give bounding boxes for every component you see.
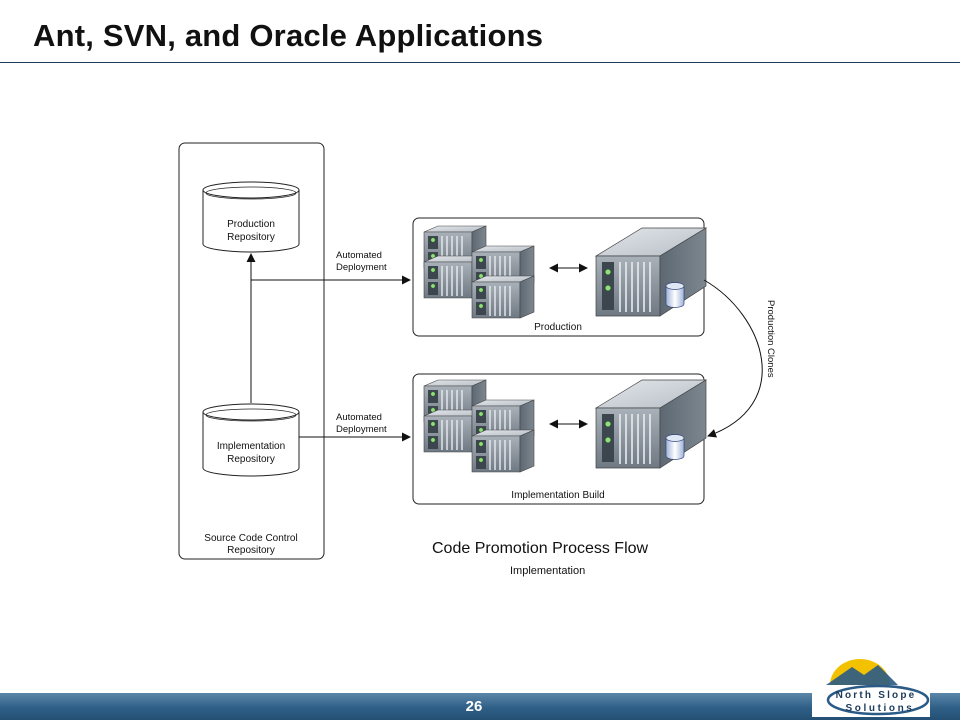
implementation-repository (202, 403, 300, 477)
source-code-control-label-line1: Source Code Control (204, 533, 297, 544)
logo-line1: North Slope (836, 690, 917, 701)
code-promotion-diagram: Source Code Control Repository Productio… (178, 142, 776, 577)
mountain-icon (826, 665, 898, 685)
footer-bar (0, 693, 960, 720)
page-number: 26 (465, 698, 483, 715)
implementation-repository-label-line1: Implementation (217, 441, 285, 452)
production-clones-label: Production Clones (765, 300, 776, 378)
production-repository-label-line2: Repository (227, 232, 275, 243)
implementation-deployment-label-line1: Automated (336, 412, 382, 423)
production-deployment-label-line2: Deployment (336, 262, 387, 273)
diagram-caption-subtitle: Implementation (510, 565, 585, 577)
production-deployment-label-line1: Automated (336, 250, 382, 261)
implementation-deployment-label-line2: Deployment (336, 424, 387, 435)
implementation-environment-label: Implementation Build (511, 490, 604, 501)
slide-title: Ant, SVN, and Oracle Applications (33, 18, 544, 53)
title-divider (0, 62, 960, 63)
diagram-caption-title: Code Promotion Process Flow (432, 540, 649, 557)
production-clones-arrow (703, 279, 763, 438)
production-repository-label-line1: Production (227, 219, 275, 230)
production-repository (202, 181, 300, 253)
production-environment-label: Production (534, 322, 582, 333)
logo-line2: Solutions (846, 703, 915, 714)
north-slope-solutions-logo: North Slope Solutions (812, 655, 930, 717)
implementation-repository-label-line2: Repository (227, 454, 275, 465)
source-code-control-label-line2: Repository (227, 545, 275, 556)
